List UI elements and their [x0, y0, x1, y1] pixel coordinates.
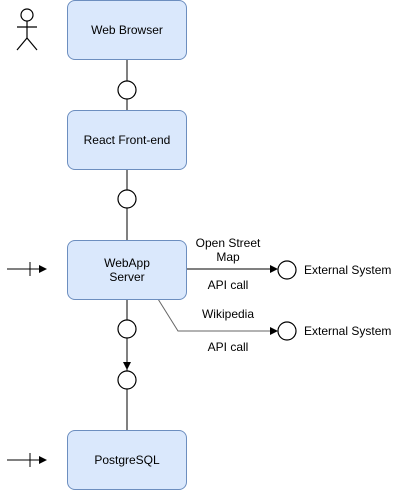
- external-system-1-label: External System: [304, 263, 392, 277]
- interface-circle-1: [117, 80, 137, 100]
- interface-circle-4: [117, 370, 137, 390]
- osm-api-call-label: API call: [207, 278, 249, 292]
- external-system-1-circle: [277, 260, 297, 280]
- external-system-2-label: External System: [304, 324, 392, 338]
- react-frontend-node: React Front-end: [67, 110, 187, 170]
- arrowhead-server-db: [123, 362, 131, 370]
- webapp-server-node: WebApp Server: [67, 240, 187, 300]
- connector-wikipedia: [157, 298, 272, 332]
- interface-circle-2: [117, 189, 137, 209]
- wikipedia-api-call-label: API call: [207, 340, 249, 354]
- osm-edge-label: Open Street Map: [195, 236, 261, 264]
- port-arrow-db-icon: [7, 453, 47, 467]
- interface-circle-3: [117, 319, 137, 339]
- arrowhead-wikipedia: [270, 327, 278, 335]
- arrowhead-osm: [270, 265, 278, 273]
- wikipedia-edge-label: Wikipedia: [201, 307, 255, 321]
- external-system-2-circle: [277, 321, 297, 341]
- postgresql-node: PostgreSQL: [67, 430, 187, 490]
- user-actor-icon: [16, 8, 38, 51]
- web-browser-node: Web Browser: [67, 0, 187, 60]
- port-arrow-server-icon: [7, 262, 47, 276]
